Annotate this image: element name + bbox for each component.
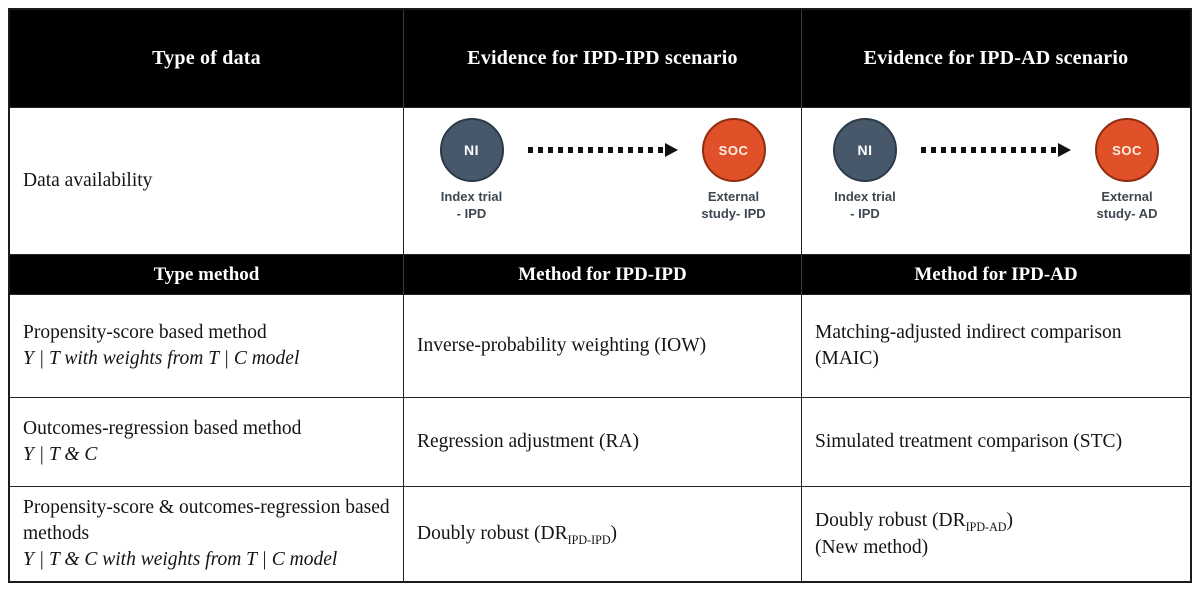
- method-note: (New method): [815, 536, 929, 558]
- method-name: Inverse-probability weighting (IOW): [417, 334, 707, 356]
- method-formula: Y | T & C with weights from T | C model: [23, 549, 338, 571]
- arrow-head: [664, 143, 678, 157]
- header-label: Evidence for IPD-AD scenario: [863, 47, 1129, 69]
- node-label: Index trial - IPD: [834, 189, 895, 223]
- soc-circle-icon: SOC: [1095, 118, 1159, 182]
- soc-circle-icon: SOC: [701, 118, 766, 182]
- diagram-ipd-ipd: NI Index trial - IPD SOC External study-…: [404, 108, 802, 255]
- node-abbr: SOC: [718, 142, 749, 158]
- method-formula: Y | T with weights from T | C model: [23, 348, 300, 369]
- node-label-line1: External: [707, 189, 760, 204]
- method-name-text: ): [610, 522, 618, 544]
- ni-circle-icon: NI: [833, 118, 897, 182]
- external-study-node: SOC External study- IPD: [678, 118, 790, 223]
- method-name-text: Doubly robust (DR: [815, 509, 966, 531]
- node-label-line1: Index trial: [440, 189, 503, 204]
- col-header-evidence-ipd-ad: Evidence for IPD-AD scenario: [802, 10, 1190, 108]
- arrow-head: [1058, 143, 1071, 157]
- node-label: External study- IPD: [701, 189, 765, 223]
- col-header-method-ipd-ipd: Method for IPD-IPD: [404, 255, 802, 295]
- arrow-dots: [921, 147, 1059, 153]
- trial-flow-diagram: NI Index trial - IPD SOC External study-…: [809, 118, 1183, 223]
- data-availability-cell: Data availability: [10, 108, 404, 255]
- method-name: Doubly robust (DRIPD-AD): [815, 508, 1178, 535]
- dotted-arrow-icon: [527, 143, 678, 157]
- method-name-text: Doubly robust (DR: [417, 522, 568, 544]
- method-type-label: Propensity-score based method: [23, 321, 267, 343]
- index-trial-node: NI Index trial - IPD: [416, 118, 528, 223]
- node-label: Index trial - IPD: [441, 189, 502, 223]
- method-name: Doubly robust (DRIPD-IPD): [417, 521, 789, 548]
- comparison-table: Type of data Evidence for IPD-IPD scenar…: [8, 8, 1192, 583]
- method-name-subscript: IPD-AD: [965, 519, 1007, 534]
- method-type-label: Outcomes-regression based method: [23, 417, 302, 439]
- method-iow-cell: Inverse-probability weighting (IOW): [404, 295, 802, 398]
- method-type-label: Propensity-score & outcomes-regression b…: [23, 497, 390, 545]
- node-label-line2: - IPD: [456, 205, 487, 221]
- external-study-node: SOC External study- AD: [1071, 118, 1183, 223]
- dotted-arrow-icon: [921, 143, 1071, 157]
- header-label: Type of data: [152, 47, 261, 69]
- method-type-propensity-cell: Propensity-score based method Y | T with…: [10, 295, 404, 398]
- node-abbr: NI: [857, 142, 873, 158]
- node-label-line1: Index trial: [834, 189, 896, 204]
- arrow-dots: [527, 147, 666, 153]
- method-ra-cell: Regression adjustment (RA): [404, 398, 802, 487]
- method-formula: Y | T & C: [23, 444, 98, 465]
- node-label-line1: External: [1101, 189, 1153, 204]
- node-label: External study- AD: [1097, 189, 1158, 223]
- method-type-doubly-robust-cell: Propensity-score & outcomes-regression b…: [10, 487, 404, 582]
- col-header-method-ipd-ad: Method for IPD-AD: [802, 255, 1190, 295]
- ni-circle-icon: NI: [439, 118, 504, 182]
- method-name-text: ): [1006, 509, 1014, 531]
- node-abbr: NI: [464, 142, 479, 158]
- method-dr-ipd-ipd-cell: Doubly robust (DRIPD-IPD): [404, 487, 802, 582]
- method-name: Matching-adjusted indirect comparison (M…: [815, 321, 1122, 369]
- method-name: Simulated treatment comparison (STC): [815, 430, 1123, 452]
- method-stc-cell: Simulated treatment comparison (STC): [802, 398, 1190, 487]
- header-label: Type method: [153, 263, 260, 285]
- header-label: Method for IPD-AD: [914, 263, 1078, 285]
- col-header-type-of-data: Type of data: [10, 10, 404, 108]
- header-label: Method for IPD-IPD: [518, 263, 687, 285]
- node-label-line2: - IPD: [850, 205, 880, 221]
- col-header-evidence-ipd-ipd: Evidence for IPD-IPD scenario: [404, 10, 802, 108]
- trial-flow-diagram: NI Index trial - IPD SOC External study-…: [416, 118, 790, 223]
- method-name: Regression adjustment (RA): [417, 430, 640, 452]
- method-dr-ipd-ad-cell: Doubly robust (DRIPD-AD) (New method): [802, 487, 1190, 581]
- index-trial-node: NI Index trial - IPD: [809, 118, 921, 223]
- data-availability-label: Data availability: [23, 169, 153, 191]
- node-label-line2: study- IPD: [701, 205, 766, 221]
- diagram-ipd-ad: NI Index trial - IPD SOC External study-…: [802, 108, 1190, 255]
- method-name-subscript: IPD-IPD: [567, 532, 611, 547]
- method-type-outcomes-cell: Outcomes-regression based method Y | T &…: [10, 398, 404, 487]
- col-header-type-method: Type method: [10, 255, 404, 295]
- node-abbr: SOC: [1112, 142, 1142, 158]
- header-label: Evidence for IPD-IPD scenario: [467, 47, 738, 69]
- method-maic-cell: Matching-adjusted indirect comparison (M…: [802, 295, 1190, 398]
- node-label-line2: study- AD: [1096, 205, 1158, 221]
